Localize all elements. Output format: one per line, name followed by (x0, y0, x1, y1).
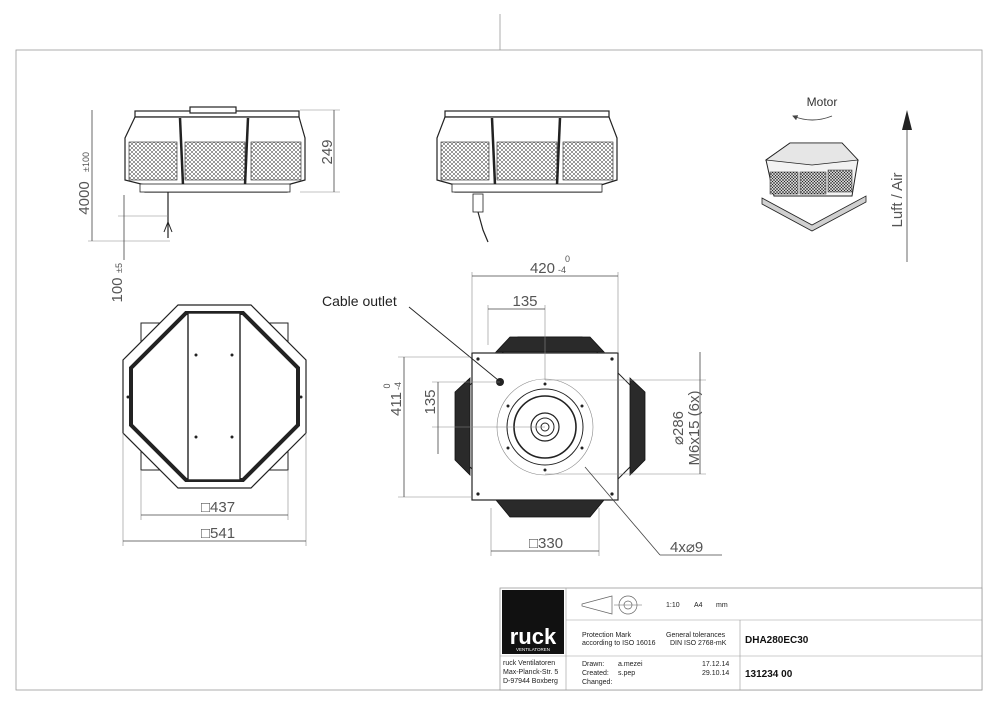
dimension-541: □541 (122, 433, 307, 546)
dim-437-label: □437 (201, 499, 235, 516)
dimension-249: 249 (300, 109, 340, 193)
dim-100-label: 100 (109, 277, 126, 302)
dim-411-tol-upper: 0 (382, 383, 392, 388)
front-view (124, 106, 306, 238)
dimension-4000: 4000 ±100 (76, 110, 170, 242)
dim-100-tol: ±5 (114, 263, 124, 273)
dimension-holes: 4x⌀9 (584, 466, 722, 556)
rotation-arrow-icon (792, 115, 833, 121)
paper-size: A4 (694, 602, 703, 609)
dimension-437: □437 (140, 470, 289, 520)
cable-outlet-callout: Cable outlet (322, 293, 499, 381)
dim-bolt-circle-label: ⌀286 (670, 411, 687, 445)
dim-135-v-label: 135 (422, 389, 439, 414)
luft-air-label: Luft / Air (889, 172, 906, 227)
protection-line-2: according to ISO 16016 (582, 640, 656, 647)
company-line-2: Max-Planck-Str. 5 (503, 669, 558, 676)
tolerances-line-2: DIN ISO 2768-mK (670, 640, 727, 647)
created-date: 29.10.14 (702, 670, 729, 677)
drawing-border (15, 49, 983, 691)
cable-outlet-label: Cable outlet (322, 293, 397, 309)
title-block: ruck VENTILATOREN ruck Ventilatoren Max-… (499, 587, 983, 691)
created-label: Created: (582, 670, 609, 677)
isometric-view: Motor Luft / Air (761, 95, 912, 262)
drawing-number: 131234 00 (745, 669, 793, 680)
logo-text: ruck (510, 624, 557, 649)
tolerances-line-1: General tolerances (666, 632, 726, 639)
dim-249-label: 249 (319, 139, 336, 164)
bottom-view (454, 336, 646, 518)
dimension-135-horizontal: 135 (487, 293, 546, 380)
projection-symbol-icon (581, 595, 613, 615)
dim-4000-label: 4000 (76, 181, 93, 214)
drawn-by: a.mezei (618, 661, 643, 668)
model-number: DHA280EC30 (745, 635, 809, 646)
motor-label: Motor (807, 95, 838, 109)
company-line-1: ruck Ventilatoren (503, 660, 555, 667)
logo-subtext: VENTILATOREN (516, 647, 550, 652)
dimension-135-vertical: 135 (422, 381, 545, 454)
dim-4000-tol: ±100 (81, 152, 91, 172)
dim-411-tol-lower: -4 (393, 382, 403, 390)
dim-420-tol-upper: 0 (565, 254, 570, 264)
drawn-label: Drawn: (582, 661, 604, 668)
ruck-logo (502, 590, 564, 654)
top-view (122, 304, 307, 489)
created-by: s.pep (618, 670, 635, 677)
dim-holes-label: 4x⌀9 (670, 539, 703, 556)
dimension-bolt-circle: ⌀286 M6x15 (6x) (545, 352, 706, 475)
unit-value: mm (716, 602, 728, 609)
airflow-arrow-icon (902, 110, 912, 130)
dimension-411: 411 0 -4 (382, 356, 472, 498)
dim-420-tol-lower: -4 (558, 265, 566, 275)
dim-bolts-label: M6x15 (6x) (686, 390, 703, 465)
dim-135-h-label: 135 (512, 293, 537, 310)
changed-label: Changed: (582, 679, 612, 686)
dimension-100: 100 ±5 (109, 195, 168, 303)
dim-411-label: 411 (388, 392, 405, 416)
company-line-3: D-97944 Boxberg (503, 678, 558, 685)
drawn-date: 17.12.14 (702, 661, 729, 668)
dim-541-label: □541 (201, 525, 235, 542)
dimension-420: 420 0 -4 (471, 254, 619, 353)
scale-value: 1:10 (666, 602, 680, 609)
dimension-330: □330 (490, 508, 600, 556)
protection-line-1: Protection Mark (582, 632, 632, 639)
dim-420-label: 420 (530, 260, 555, 277)
dim-330-label: □330 (529, 535, 563, 552)
side-view (436, 110, 618, 243)
